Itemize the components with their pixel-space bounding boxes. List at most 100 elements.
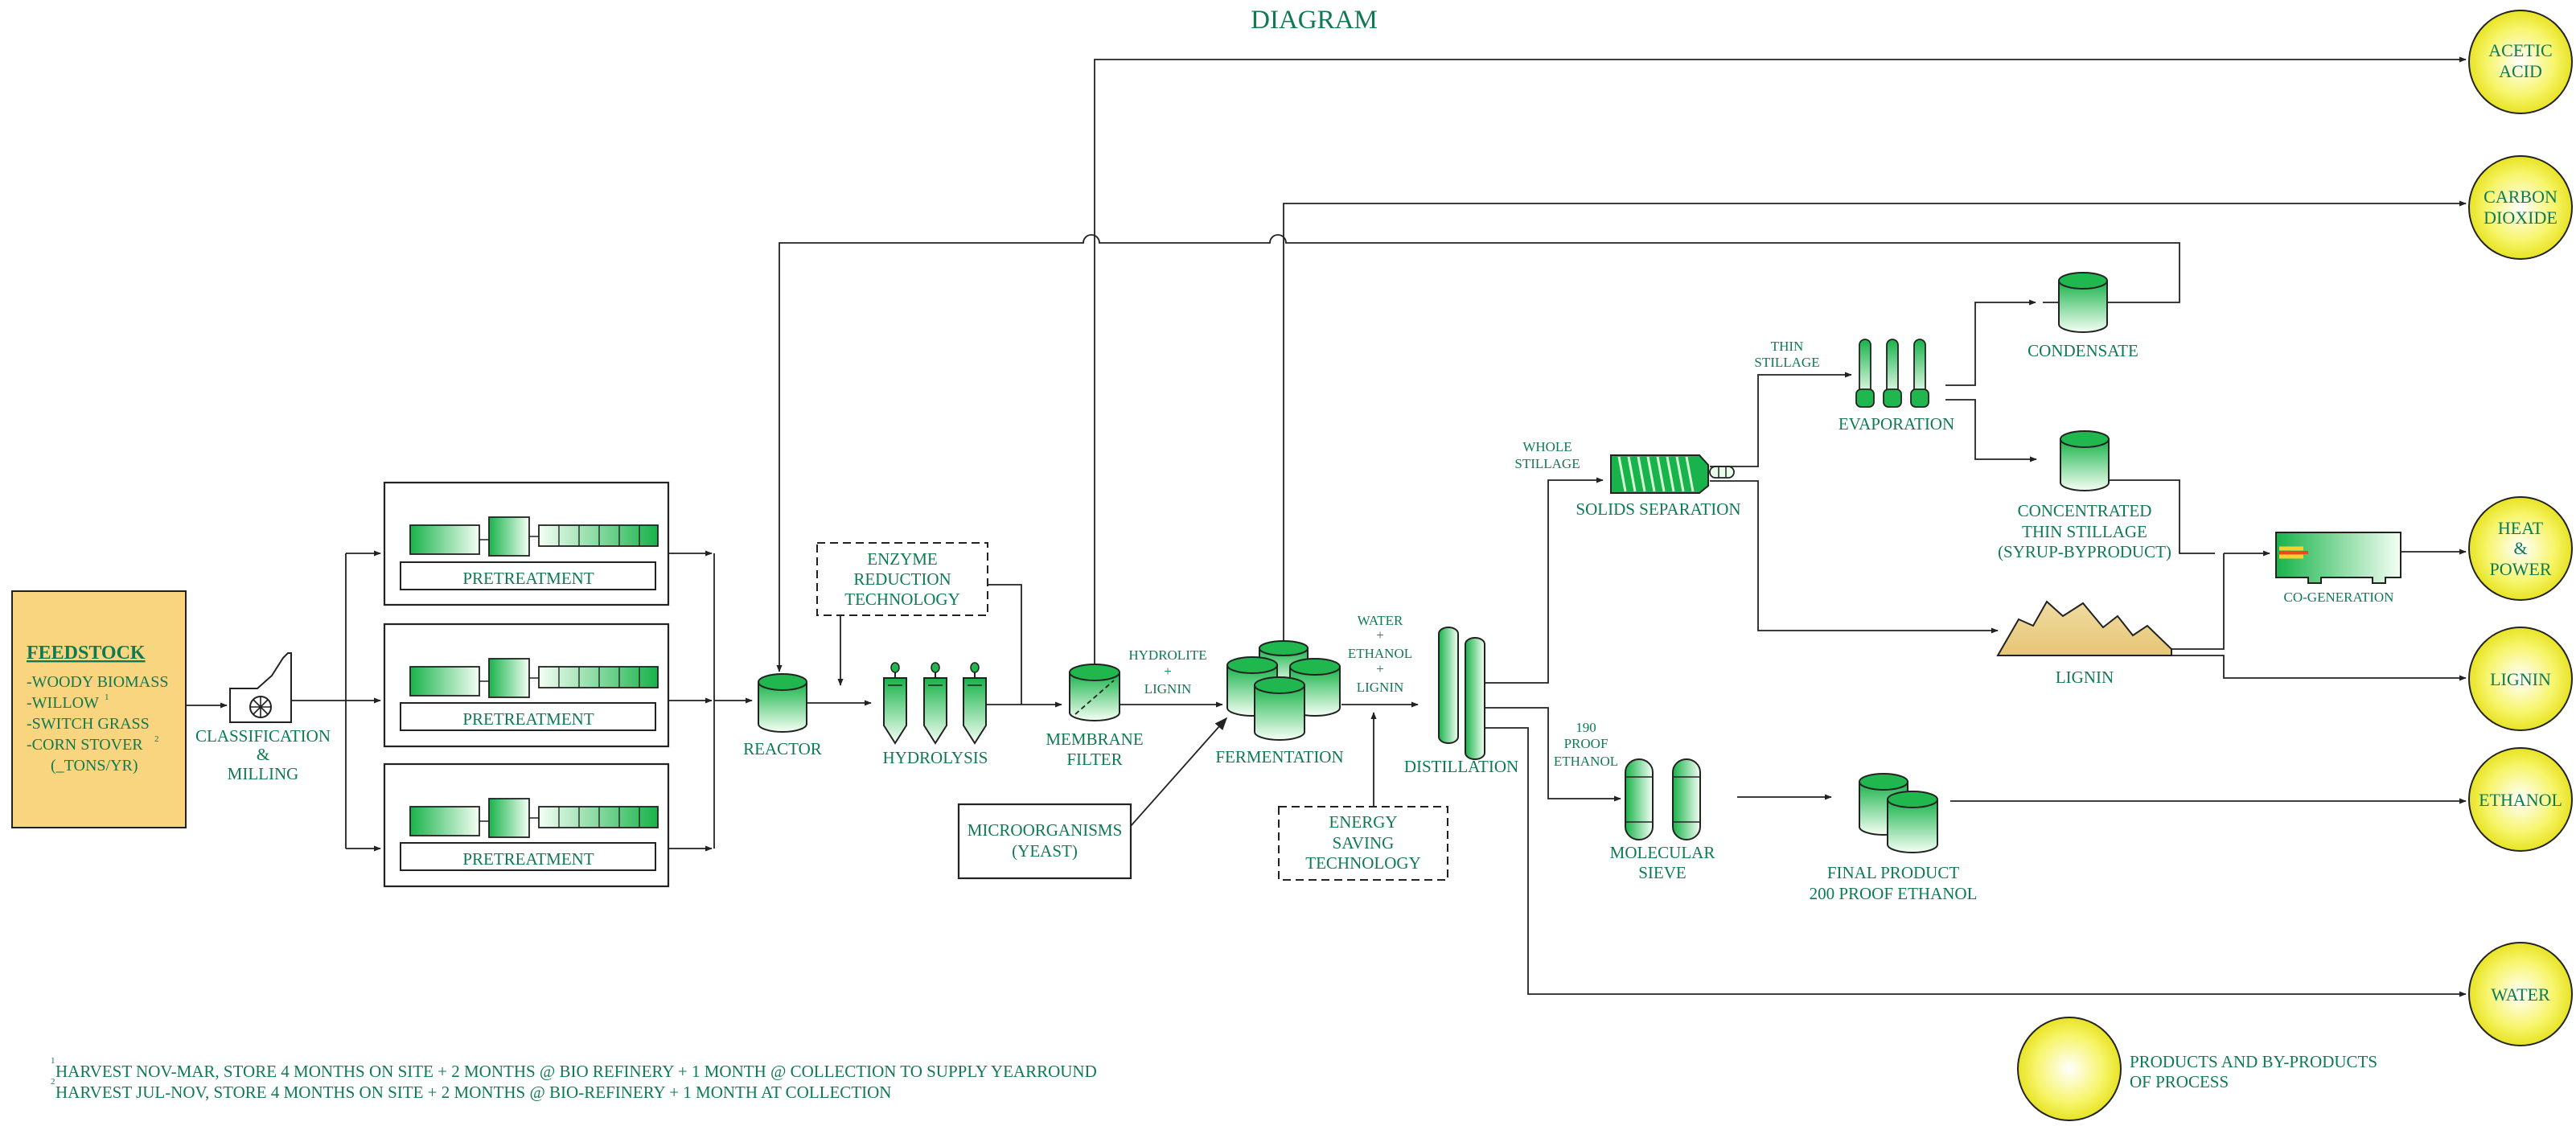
hydrolite-label-2: + — [1164, 664, 1172, 679]
molecular-sieve-label-2: SIEVE — [1638, 863, 1687, 882]
enzyme-label-1: ENZYME — [867, 549, 938, 569]
membrane-label-2: FILTER — [1066, 750, 1122, 769]
legend-product-circle — [2017, 1017, 2122, 1121]
feedstock-item-tons: (_TONS/YR) — [51, 757, 138, 775]
pretreatment-unit-2 — [383, 623, 670, 748]
feedstock-item-corn: -CORN STOVER — [27, 736, 143, 754]
microorganisms-label-1: MICROORGANISMS — [968, 820, 1123, 840]
final-product-tanks — [1859, 773, 1938, 853]
product-carbon-label-2: DIOXIDE — [2484, 208, 2558, 228]
reactor-label: REACTOR — [743, 739, 822, 758]
pretreatment-unit-3 — [383, 762, 670, 888]
concentrated-label-2: THIN STILLAGE — [2022, 522, 2147, 541]
solids-separation-label: SOLIDS SEPARATION — [1576, 499, 1740, 519]
evaporation-unit — [1855, 339, 1929, 408]
hydrolite-label-1: HYDROLITE — [1128, 647, 1206, 663]
condensate-tank — [2058, 272, 2108, 333]
product-ethanol — [2468, 747, 2573, 852]
water-ethanol-label-5: LIGNIN — [1357, 680, 1404, 695]
proof190-label-1: 190 — [1576, 720, 1596, 735]
enzyme-label-3: TECHNOLOGY — [844, 590, 959, 609]
classification-milling-unit — [229, 652, 292, 723]
feedstock-sup-willow: 1 — [105, 692, 109, 702]
water-ethanol-label-1: WATER — [1358, 613, 1403, 628]
pretreatment-unit-1 — [383, 481, 670, 606]
reactor-tank — [758, 673, 807, 733]
product-acetic-label-1: ACETIC — [2488, 40, 2552, 60]
legend-label-1: PRODUCTS AND BY-PRODUCTS — [2130, 1052, 2377, 1071]
milling-label: MILLING — [228, 764, 299, 783]
product-lignin — [2468, 627, 2573, 731]
proof190-label-3: ETHANOL — [1554, 754, 1618, 769]
thin-stillage-label-1: THIN — [1771, 339, 1804, 354]
feedstock-sup-corn: 2 — [154, 734, 159, 744]
feedstock-item-woody: -WOODY BIOMASS — [27, 673, 168, 691]
footnote-2-marker: 2 — [51, 1077, 55, 1087]
product-carbon-label-1: CARBON — [2484, 187, 2558, 207]
legend-label-2: OF PROCESS — [2130, 1072, 2229, 1091]
cogeneration-unit — [2275, 532, 2401, 584]
classification-amp: & — [257, 745, 269, 764]
fermentation-tanks — [1226, 640, 1341, 741]
hydrolysis-vessels — [883, 662, 987, 745]
energy-saving-box — [1278, 806, 1448, 881]
cogeneration-label: CO-GENERATION — [2284, 590, 2394, 605]
concentrated-label-1: CONCENTRATED — [2018, 501, 2152, 520]
solids-separation-unit — [1610, 454, 1735, 494]
microorganisms-label-2: (YEAST) — [1012, 841, 1078, 861]
whole-stillage-label-2: STILLAGE — [1514, 456, 1580, 471]
feedstock-title: FEEDSTOCK — [27, 643, 146, 664]
pretreatment-label-2: PRETREATMENT — [462, 709, 594, 729]
fermentation-label: FERMENTATION — [1215, 747, 1343, 766]
thin-stillage-label-2: STILLAGE — [1754, 355, 1819, 370]
feedstock-box: FEEDSTOCK -WOODY BIOMASS -WILLOW 1 -SWIT… — [11, 590, 187, 828]
classification-label: CLASSIFICATION — [195, 726, 331, 746]
distillation-label: DISTILLATION — [1404, 757, 1518, 776]
product-water — [2468, 942, 2573, 1046]
membrane-label-1: MEMBRANE — [1046, 729, 1143, 749]
enzyme-label-2: REDUCTION — [853, 569, 951, 589]
product-heat-label-3: POWER — [2490, 559, 2552, 579]
product-heat-power — [2468, 496, 2573, 601]
evaporation-label: EVAPORATION — [1839, 414, 1954, 434]
energy-label-2: SAVING — [1333, 833, 1395, 853]
energy-label-3: TECHNOLOGY — [1305, 853, 1420, 873]
product-heat-label-2: & — [2513, 538, 2527, 558]
product-heat-label-1: HEAT — [2498, 518, 2544, 538]
diagram-title: DIAGRAM — [1251, 6, 1378, 35]
footnote-1: HARVEST NOV-MAR, STORE 4 MONTHS ON SITE … — [55, 1062, 1097, 1081]
condensate-label: CONDENSATE — [2028, 341, 2138, 360]
molecular-sieve-label-1: MOLECULAR — [1610, 843, 1715, 862]
footnote-1-marker: 1 — [51, 1056, 55, 1066]
product-acetic-label-2: ACID — [2499, 61, 2542, 81]
water-ethanol-label-3: ETHANOL — [1348, 646, 1412, 661]
pretreatment-label-3: PRETREATMENT — [462, 849, 594, 869]
enzyme-technology-box — [816, 542, 988, 616]
lignin-pile — [1996, 600, 2172, 656]
distillation-columns — [1438, 627, 1485, 760]
hydrolysis-label: HYDROLYSIS — [883, 748, 988, 767]
product-acetic-acid — [2468, 10, 2573, 114]
product-ethanol-label: ETHANOL — [2479, 790, 2562, 810]
microorganisms-box — [957, 803, 1132, 880]
final-product-label-1: FINAL PRODUCT — [1827, 863, 1959, 882]
concentrated-stillage-tank — [2060, 430, 2110, 491]
final-product-label-2: 200 PROOF ETHANOL — [1810, 884, 1978, 903]
concentrated-label-3: (SYRUP-BYPRODUCT) — [1998, 542, 2171, 561]
molecular-sieve-unit — [1625, 758, 1701, 840]
membrane-filter-tank — [1069, 664, 1120, 721]
whole-stillage-label-1: WHOLE — [1522, 439, 1571, 454]
product-lignin-label: LIGNIN — [2490, 669, 2551, 689]
proof190-label-2: PROOF — [1564, 736, 1608, 751]
pretreatment-label-1: PRETREATMENT — [462, 569, 594, 588]
energy-label-1: ENERGY — [1329, 812, 1397, 832]
lignin-pile-label: LIGNIN — [2056, 668, 2114, 687]
hydrolite-label-3: LIGNIN — [1144, 681, 1192, 697]
feedstock-item-willow: -WILLOW — [27, 694, 99, 712]
product-carbon-dioxide — [2468, 155, 2573, 260]
footnote-2: HARVEST JUL-NOV, STORE 4 MONTHS ON SITE … — [55, 1083, 891, 1102]
feedstock-item-switch: -SWITCH GRASS — [27, 715, 150, 733]
water-ethanol-label-4: + — [1376, 661, 1384, 676]
product-water-label: WATER — [2491, 984, 2550, 1005]
